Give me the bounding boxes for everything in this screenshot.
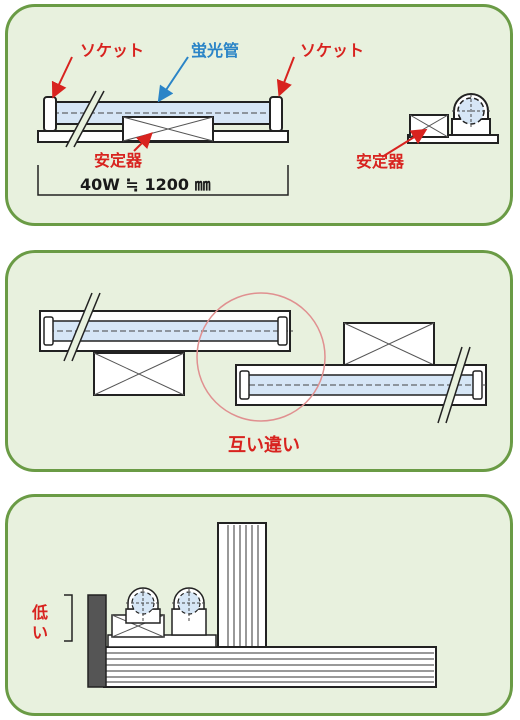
- low-socket-1: [125, 587, 161, 624]
- horizontal-surface: [103, 646, 437, 688]
- label-staggered: 互い違い: [228, 435, 300, 456]
- label-socket-right: ソケット: [300, 41, 365, 60]
- panel-fixture-structure: ソケット 蛍光管 ソケット 安定器 40W ≒ 1200 ㎜ 安定器: [5, 4, 513, 226]
- overlap-highlight-circle: [196, 292, 326, 422]
- label-socket-left: ソケット: [80, 41, 145, 60]
- vertical-wall: [217, 522, 267, 650]
- staggered-layout-diagram: [39, 292, 487, 424]
- label-fluorescent-tube: 蛍光管: [191, 41, 240, 60]
- side-view-socket: [451, 93, 491, 136]
- edge-bar: [87, 594, 107, 688]
- panel-low-mount-wall: 低 い: [5, 494, 513, 716]
- label-ballast-right: 安定器: [356, 152, 405, 171]
- socket-right: [269, 96, 283, 132]
- label-low-1: 低: [32, 603, 49, 622]
- low-socket-2: [171, 587, 207, 636]
- panel-staggered-layout: 互い違い: [5, 250, 513, 472]
- label-low-2: い: [32, 623, 49, 642]
- fixture-structure-diagram: [37, 56, 499, 196]
- socket-left: [43, 96, 57, 132]
- height-bracket: [64, 594, 73, 642]
- dimension-bracket: [37, 165, 289, 196]
- label-dimension: 40W ≒ 1200 ㎜: [80, 175, 211, 194]
- wall-mount-diagram: [64, 522, 437, 688]
- label-ballast-left: 安定器: [94, 151, 143, 170]
